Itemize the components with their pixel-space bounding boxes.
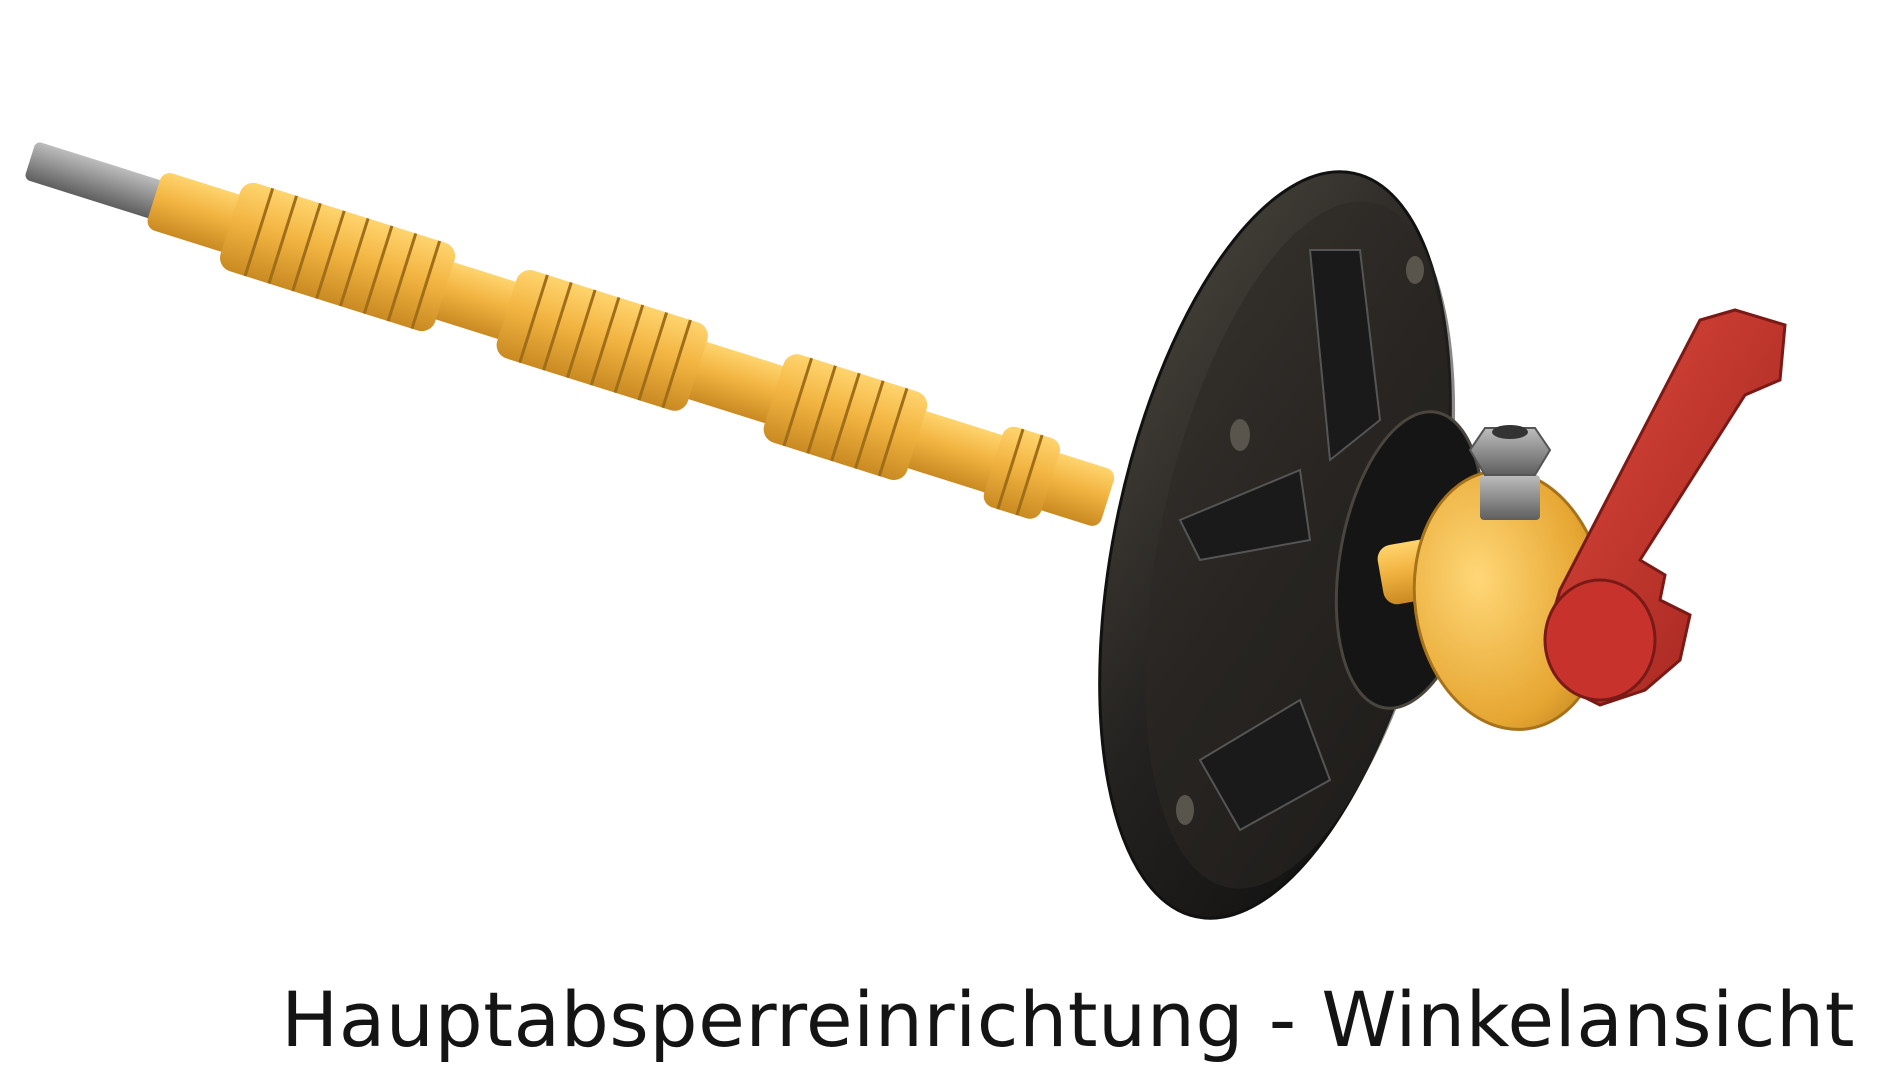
flange-rib-top xyxy=(1308,249,1382,462)
flange-rib-left xyxy=(1178,468,1312,562)
caption-title: Hauptabsperreinrichtung - Winkelansicht xyxy=(281,975,1855,1064)
nut-bore xyxy=(1492,425,1528,439)
ribbed-section-3 xyxy=(763,354,928,480)
ribbed-section-1 xyxy=(220,182,456,332)
handle-hub xyxy=(1543,578,1657,702)
bolt-hole xyxy=(1406,256,1424,284)
bolt-hole xyxy=(1230,419,1250,451)
valve-handle xyxy=(1543,308,1787,707)
bolt-hole xyxy=(1176,795,1194,825)
steel-pin xyxy=(25,142,164,219)
hex-nut xyxy=(1468,427,1552,476)
ribbed-section-2 xyxy=(496,270,708,411)
ribbed-section-4 xyxy=(983,426,1061,519)
flange-rib-bottom xyxy=(1198,698,1332,832)
shaft-assembly xyxy=(25,142,1115,526)
valve-fitting xyxy=(1480,475,1540,520)
